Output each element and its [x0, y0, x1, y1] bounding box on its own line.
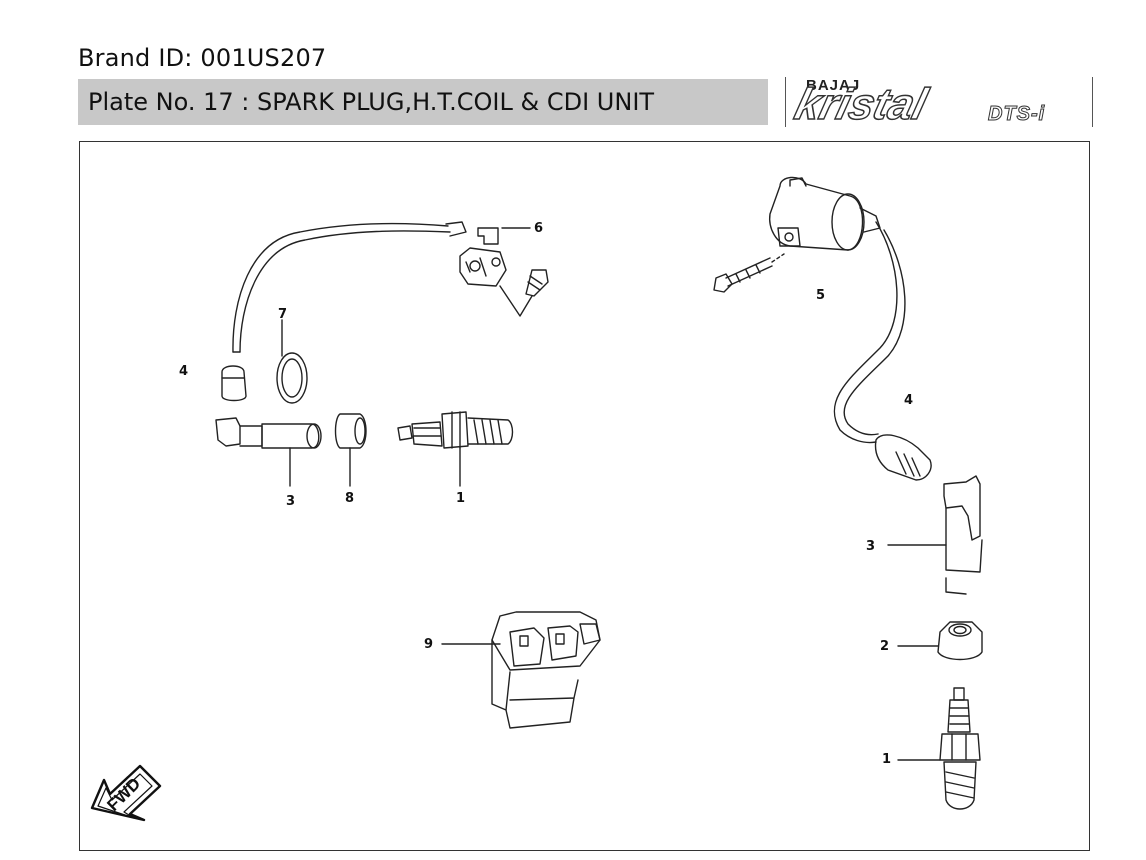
callout-right-hose: 4	[904, 393, 913, 408]
brand-id: Brand ID: 001US207	[78, 44, 327, 72]
callout-right-plug: 1	[882, 752, 891, 767]
cdi-unit-9	[441, 611, 601, 729]
callout-cdi-unit: 9	[424, 637, 433, 652]
logo-variant: DTS-i	[987, 103, 1046, 126]
plate-title-bar: Plate No. 17 : SPARK PLUG,H.T.COIL & CDI…	[78, 79, 768, 125]
right-plug-cap-3	[887, 475, 983, 595]
left-suppressor-8	[334, 413, 367, 487]
right-washer-2	[897, 621, 983, 661]
left-ht-cable	[232, 221, 467, 353]
left-boot-4	[221, 365, 247, 402]
logo-make: BAJAJ	[806, 77, 861, 94]
callout-left-cap: 3	[286, 494, 295, 509]
diagram-frame	[79, 141, 1090, 851]
left-bracket-6	[459, 227, 549, 317]
callout-left-clamp: 7	[278, 307, 287, 322]
right-spark-plug-1	[897, 687, 981, 810]
right-boot-4	[874, 434, 932, 481]
callout-left-hose: 4	[179, 364, 188, 379]
brand-logo: BAJAJ kristal DTS-i	[785, 77, 1093, 130]
callout-left-plug: 1	[456, 491, 465, 506]
callout-right-washer: 2	[880, 639, 889, 654]
right-ht-cable-4	[833, 221, 906, 444]
callout-right-cap: 3	[866, 539, 875, 554]
callout-left-bracket: 6	[534, 221, 543, 236]
callout-coil-bolt: 5	[816, 288, 825, 303]
left-plug-cap-3	[215, 417, 322, 487]
callout-left-suppressor: 8	[345, 491, 354, 506]
left-clamp-7	[276, 319, 308, 404]
ht-coil-5	[713, 176, 881, 293]
fwd-arrow-icon: FWD	[90, 764, 162, 822]
left-spark-plug-1	[397, 411, 514, 487]
plate-title: Plate No. 17 : SPARK PLUG,H.T.COIL & CDI…	[88, 88, 655, 116]
